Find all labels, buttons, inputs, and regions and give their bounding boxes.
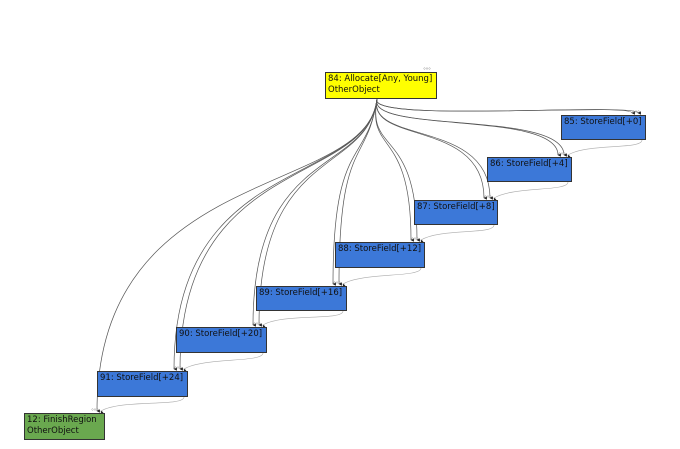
node-90-line-1: 90: StoreField[+20] bbox=[179, 329, 263, 339]
node-88-line-1: 88: StoreField[+12] bbox=[338, 244, 422, 254]
port-dots-n12: °°° bbox=[91, 408, 99, 415]
node-88-storefield[interactable]: 88: StoreField[+12] bbox=[335, 242, 425, 268]
port-dots-n87: °°° bbox=[484, 195, 492, 202]
node-84-line-1: 84: Allocate[Any, Young] bbox=[328, 74, 433, 84]
node-86-line-1: 86: StoreField[+4] bbox=[490, 159, 568, 169]
node-87-storefield[interactable]: 87: StoreField[+8] bbox=[414, 200, 498, 225]
port-dots-n85: °°° bbox=[632, 110, 640, 117]
edge-84-to-n86-0 bbox=[376, 98, 561, 157]
edge-84-to-n89-1 bbox=[338, 98, 378, 286]
chain-edge-n86-n87 bbox=[493, 181, 569, 201]
chain-edge-n90-n91 bbox=[183, 352, 264, 372]
node-87-line-1: 87: StoreField[+8] bbox=[417, 202, 495, 212]
node-12-finishregion[interactable]: 12: FinishRegion OtherObject bbox=[24, 413, 105, 440]
node-84-allocate[interactable]: 84: Allocate[Any, Young] OtherObject bbox=[325, 72, 437, 99]
node-85-storefield[interactable]: 85: StoreField[+0] bbox=[561, 115, 646, 140]
chain-edge-n85-n86 bbox=[567, 139, 643, 158]
port-dots-n84: °°° bbox=[423, 67, 431, 74]
edge-84-to-n87-1 bbox=[376, 98, 493, 200]
node-84-line-2: OtherObject bbox=[328, 85, 380, 95]
node-85-line-1: 85: StoreField[+0] bbox=[564, 117, 642, 127]
edge-84-to-n12-0 bbox=[96, 98, 378, 413]
edge-84-to-n90-0 bbox=[252, 98, 378, 327]
node-12-line-1: 12: FinishRegion bbox=[27, 415, 97, 425]
chain-edge-n91-n12 bbox=[100, 396, 185, 414]
edge-84-to-n86-1 bbox=[376, 98, 567, 157]
chain-edge-n88-n89 bbox=[342, 267, 422, 287]
node-91-storefield[interactable]: 91: StoreField[+24] bbox=[97, 371, 188, 397]
port-dots-n88: °°° bbox=[411, 237, 419, 244]
node-89-storefield[interactable]: 89: StoreField[+16] bbox=[256, 286, 347, 311]
port-dots-n90: °°° bbox=[253, 322, 261, 329]
node-90-storefield[interactable]: 90: StoreField[+20] bbox=[176, 327, 267, 353]
chain-edge-n87-n88 bbox=[420, 224, 495, 243]
edge-84-to-n88-1 bbox=[375, 98, 420, 242]
node-12-line-2: OtherObject bbox=[27, 426, 79, 436]
port-dots-n91: °°° bbox=[174, 366, 182, 373]
edge-84-to-n91-1 bbox=[179, 98, 378, 371]
port-dots-n89: °°° bbox=[333, 281, 341, 288]
edge-84-to-n90-1 bbox=[258, 98, 378, 327]
node-86-storefield[interactable]: 86: StoreField[+4] bbox=[487, 157, 572, 182]
chain-edge-n89-n90 bbox=[262, 310, 344, 328]
node-89-line-1: 89: StoreField[+16] bbox=[259, 288, 343, 298]
edge-84-to-n85-1 bbox=[376, 98, 641, 115]
node-91-line-1: 91: StoreField[+24] bbox=[100, 373, 184, 383]
port-dots-n86: °°° bbox=[558, 152, 566, 159]
